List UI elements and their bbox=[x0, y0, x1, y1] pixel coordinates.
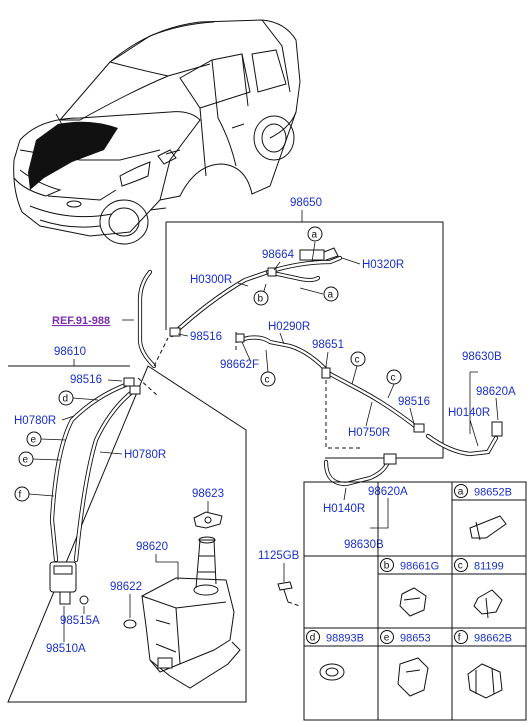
bolt-1125gb-group: 1125GB bbox=[258, 550, 301, 607]
legend-cell-d: d 98893B bbox=[306, 630, 364, 681]
legend-letter-e: e bbox=[384, 633, 390, 644]
callout-98510a: 98510A bbox=[46, 643, 86, 655]
legend-letter-f: f bbox=[458, 633, 461, 644]
connector-icon bbox=[467, 663, 503, 699]
callout-1125gb: 1125GB bbox=[258, 550, 300, 562]
hose-holder-icon bbox=[397, 657, 429, 697]
washer-reservoir-98620 bbox=[141, 536, 241, 689]
svg-text:f: f bbox=[19, 490, 22, 501]
callout-h0140r-right: H0140R bbox=[448, 407, 490, 419]
legend-marker-e bbox=[380, 630, 394, 644]
rear-washer-line: 98630B 98620A H0140R bbox=[425, 351, 516, 457]
legend-cell-a: a 98652B bbox=[454, 484, 512, 541]
callout-98516-lower: 98516 bbox=[70, 374, 102, 386]
legend-part-a: 98652B bbox=[474, 487, 512, 499]
legend-letter-c: c bbox=[458, 561, 463, 572]
reference-group: REF.91-988 bbox=[52, 269, 169, 369]
legend-marker-b bbox=[380, 558, 394, 572]
callout-98620: 98620 bbox=[136, 541, 168, 553]
marker-a-top bbox=[307, 226, 323, 242]
assembly-98610-group: 98610 98516 H0780R H0780R d e e f bbox=[7, 346, 247, 703]
legend-cells: a 98652B b 98661G c 81199 d 98893B e 98653 f 98662B bbox=[306, 484, 512, 699]
legend-part-f: 98662B bbox=[474, 633, 512, 645]
legend-cell-c: c 81199 bbox=[454, 558, 504, 619]
callout-h0300r: H0300R bbox=[190, 274, 232, 286]
legend-marker-d bbox=[306, 630, 320, 644]
car-illustration bbox=[13, 19, 301, 245]
bolt-1125gb bbox=[277, 581, 293, 603]
marker-a-mid bbox=[323, 286, 339, 302]
marker-c-right bbox=[386, 369, 402, 385]
callout-98622: 98622 bbox=[110, 581, 142, 593]
svg-text:c: c bbox=[355, 355, 360, 366]
assembly-98650-group: 98650 98664 H0300R H0320R 98516 H0290R 9… bbox=[165, 197, 444, 459]
reservoir-cap-98623 bbox=[193, 511, 223, 529]
callout-98620a-right: 98620A bbox=[476, 386, 516, 398]
legend-letter-b: b bbox=[384, 561, 390, 572]
legend-part-c: 81199 bbox=[474, 561, 504, 573]
callout-98651: 98651 bbox=[312, 339, 344, 351]
svg-text:e: e bbox=[23, 455, 29, 466]
callout-98516-right: 98516 bbox=[398, 396, 430, 408]
callout-h0780r-left: H0780R bbox=[14, 415, 56, 427]
marker-c-left bbox=[260, 371, 276, 387]
legend-marker-a bbox=[454, 484, 468, 498]
washer-pump-98510a bbox=[49, 561, 89, 605]
hose-clip-icon bbox=[469, 515, 507, 541]
lower-connector-line: 98620A H0140R 98630B bbox=[323, 453, 408, 551]
ref-91-988[interactable]: REF.91-988 bbox=[52, 315, 110, 327]
marker-b bbox=[253, 290, 269, 306]
svg-text:a: a bbox=[312, 230, 318, 241]
legend-part-d: 98893B bbox=[326, 633, 364, 645]
callout-h0780r-right: H0780R bbox=[124, 449, 166, 461]
legend-cell-f: f 98662B bbox=[454, 630, 512, 699]
grommet-icon bbox=[319, 663, 345, 681]
callout-h0290r: H0290R bbox=[268, 321, 310, 333]
callout-98620a-lower: 98620A bbox=[368, 486, 408, 498]
parts-legend bbox=[303, 481, 527, 721]
retainer-clip-icon bbox=[473, 589, 503, 619]
callout-h0140r-lower: H0140R bbox=[323, 503, 365, 515]
marker-c-mid bbox=[350, 351, 366, 367]
svg-text:e: e bbox=[31, 435, 37, 446]
callout-98662f: 98662F bbox=[220, 359, 259, 371]
callout-98630b-right: 98630B bbox=[462, 351, 502, 363]
legend-cell-e: e 98653 bbox=[380, 630, 431, 697]
callout-98650: 98650 bbox=[290, 197, 322, 209]
svg-text:b: b bbox=[258, 294, 264, 305]
callout-98516-upper: 98516 bbox=[190, 331, 222, 343]
legend-part-b: 98661G bbox=[400, 561, 439, 573]
grommet-98622 bbox=[123, 619, 137, 629]
svg-text:c: c bbox=[391, 373, 396, 384]
legend-marker-c bbox=[454, 558, 468, 572]
engine-bay-highlight bbox=[28, 121, 118, 190]
hose-clamp-icon bbox=[399, 587, 427, 617]
marker-f bbox=[14, 486, 30, 502]
legend-cell-b: b 98661G bbox=[380, 558, 439, 617]
legend-part-e: 98653 bbox=[400, 633, 431, 645]
svg-text:a: a bbox=[328, 290, 334, 301]
svg-text:d: d bbox=[63, 394, 69, 405]
callout-h0750r: H0750R bbox=[348, 427, 390, 439]
callout-98630b-lower: 98630B bbox=[344, 539, 384, 551]
callout-98664: 98664 bbox=[262, 249, 295, 261]
legend-letter-d: d bbox=[310, 633, 316, 644]
callout-h0320r: H0320R bbox=[362, 259, 404, 271]
callout-98623: 98623 bbox=[192, 488, 224, 500]
callout-98515a: 98515A bbox=[60, 615, 100, 627]
svg-text:c: c bbox=[265, 375, 270, 386]
legend-marker-f bbox=[454, 630, 468, 644]
legend-letter-a: a bbox=[458, 487, 464, 498]
callout-98610: 98610 bbox=[54, 346, 86, 358]
